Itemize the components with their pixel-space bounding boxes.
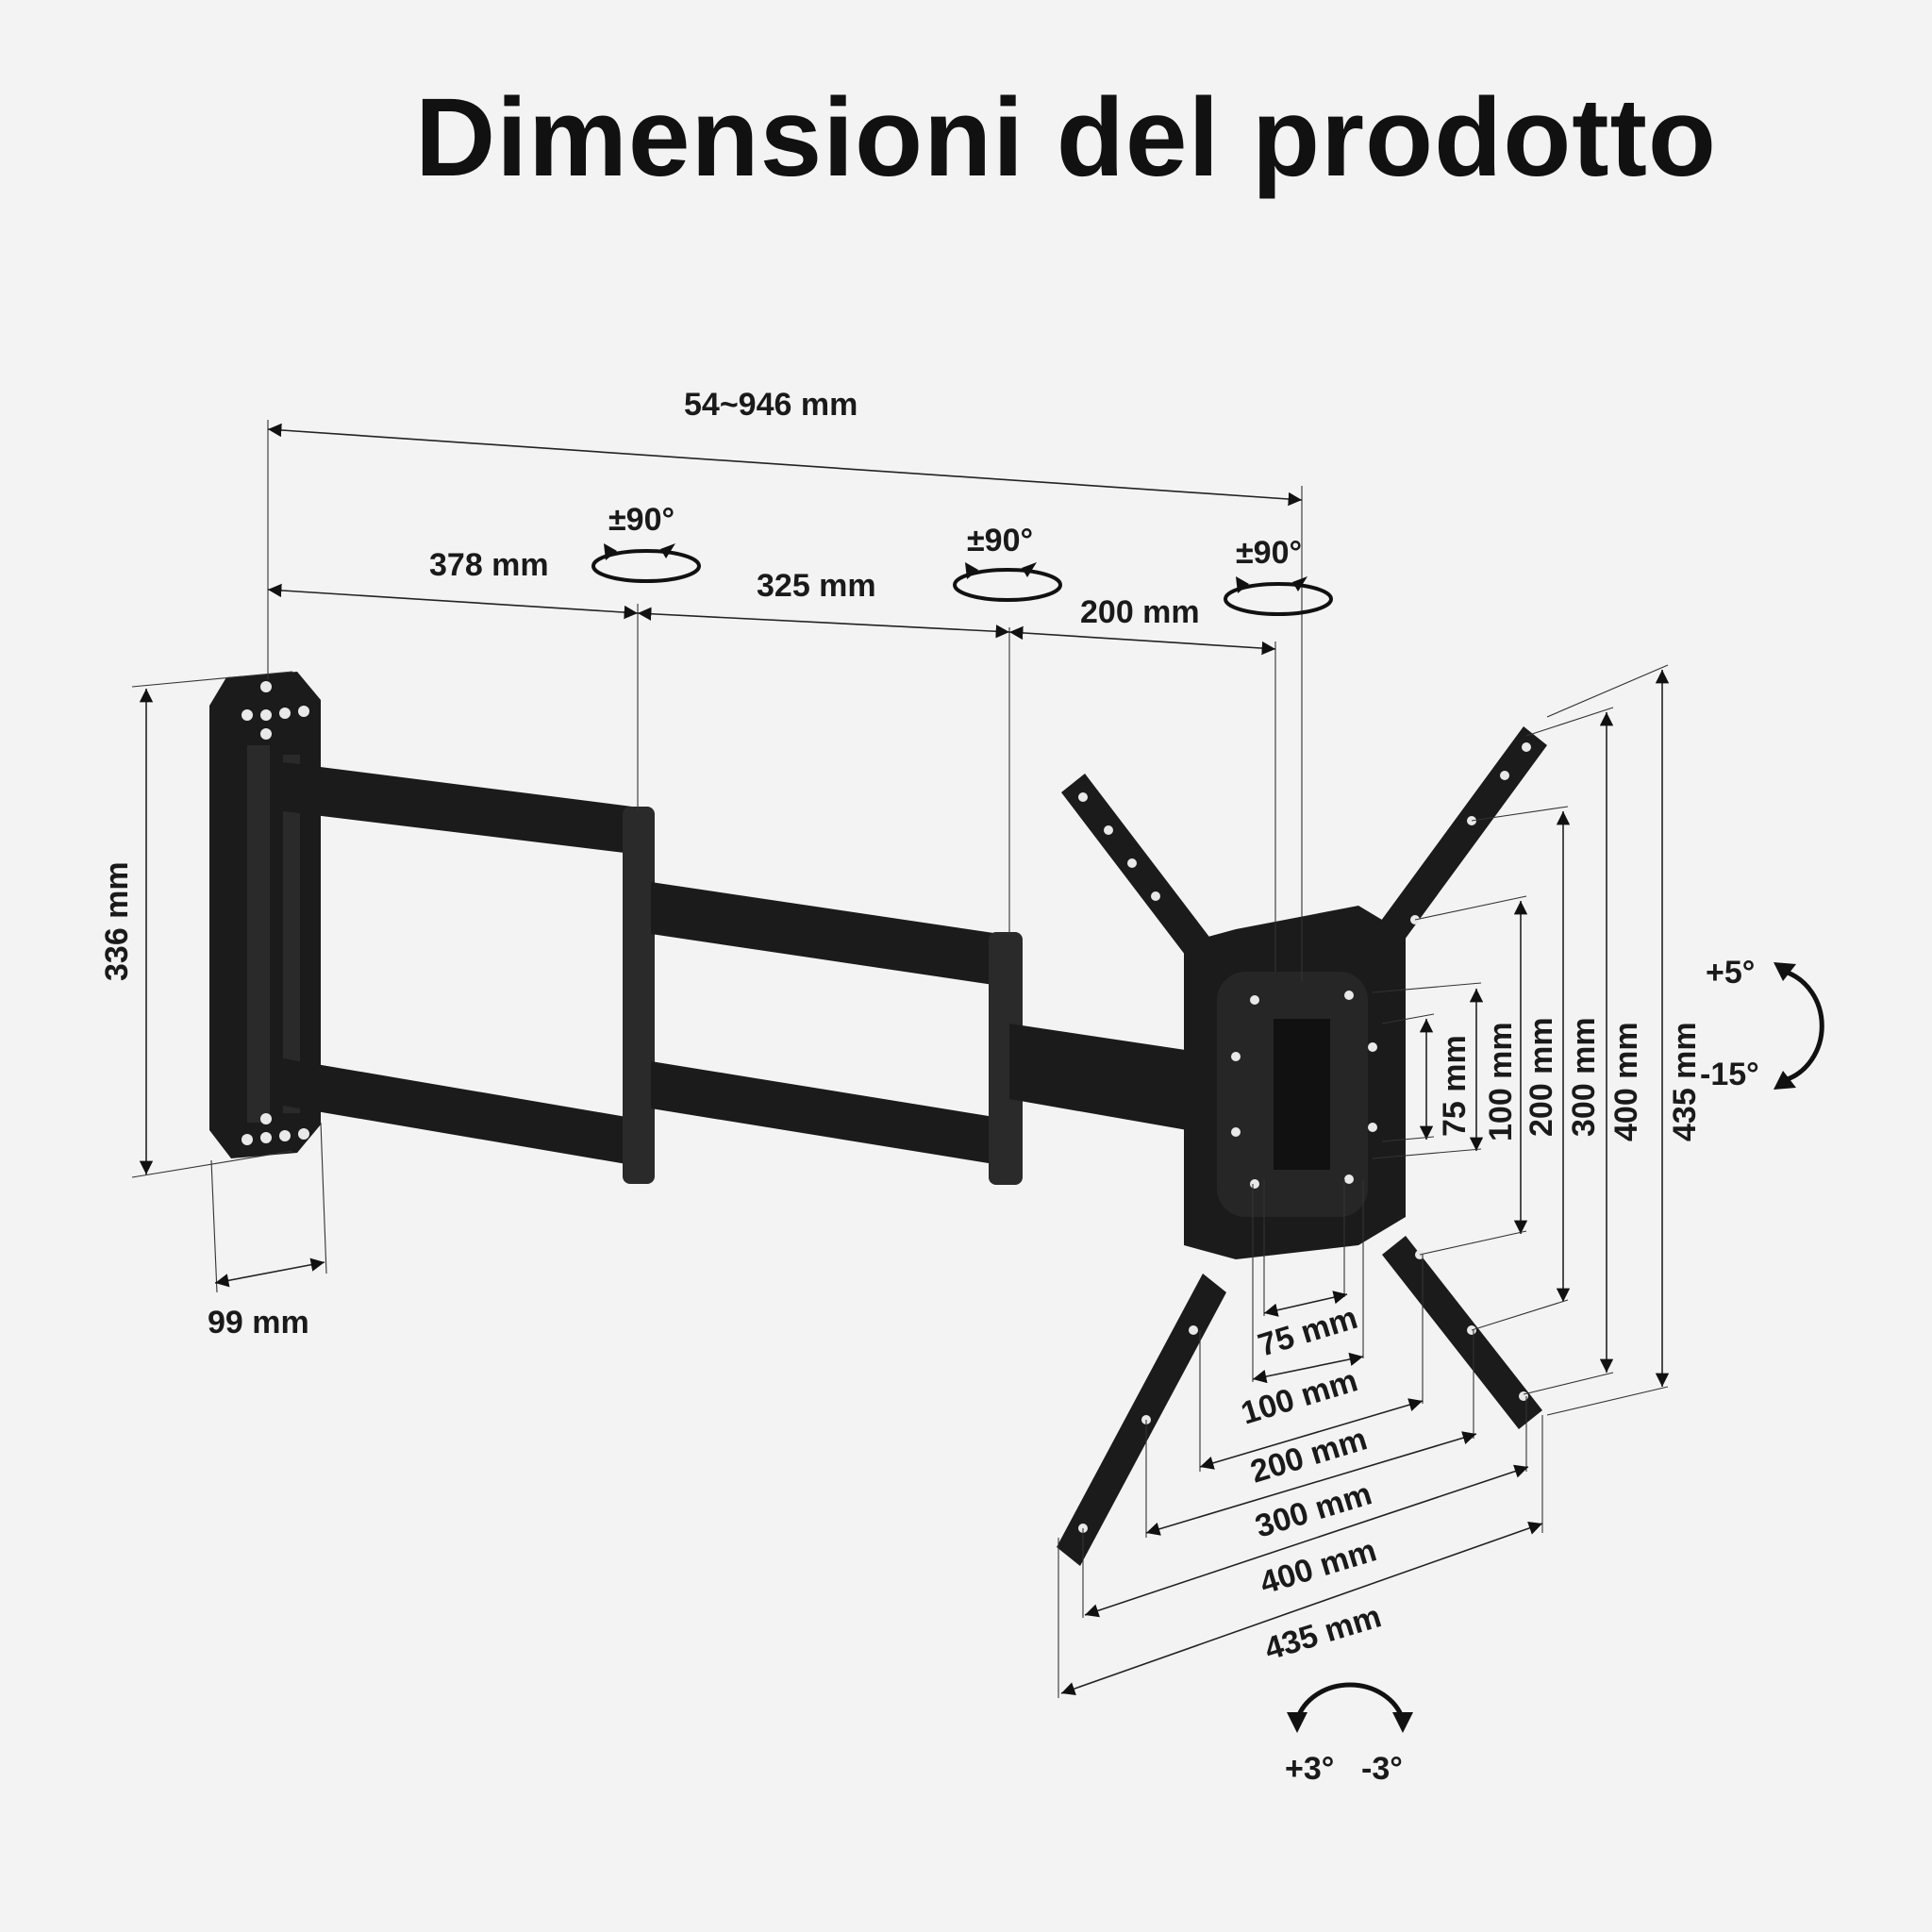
swivel-icon-joint3 <box>1224 576 1333 616</box>
label-vesa-v300: 300 mm <box>1566 1017 1602 1137</box>
label-vesa-h100: 100 mm <box>1237 1362 1361 1431</box>
label-swivel-joint3: ±90° <box>1236 535 1302 571</box>
vertical-dim-lines <box>1372 664 1670 1416</box>
label-arm2: 325 mm <box>757 568 876 604</box>
arm-2 <box>651 882 1023 1185</box>
swivel-icon-joint2 <box>953 562 1062 602</box>
vesa-center-plate <box>1184 906 1406 1259</box>
label-tilt-down: -15° <box>1700 1057 1759 1092</box>
label-vesa-v100: 100 mm <box>1483 1022 1519 1141</box>
rotation-arrow-icon <box>1287 1682 1413 1733</box>
label-total-extension: 54~946 mm <box>684 387 858 423</box>
dim-line-arm1 <box>267 583 639 620</box>
dim-line-wall-plate-depth <box>214 1257 325 1288</box>
label-tilt-up: +5° <box>1706 955 1755 991</box>
label-swivel-joint2: ±90° <box>967 523 1033 558</box>
label-rotation-left: +3° <box>1285 1751 1334 1787</box>
label-arm3: 200 mm <box>1080 594 1200 630</box>
dim-line-arm2 <box>637 607 1010 639</box>
dim-line-arm3 <box>1008 625 1276 656</box>
arm-1 <box>283 762 655 1184</box>
tv-mount-product <box>209 672 1547 1566</box>
page-title: Dimensioni del prodotto <box>415 75 1717 200</box>
label-wall-plate-depth: 99 mm <box>208 1305 309 1341</box>
tilt-arrow-icon <box>1774 962 1824 1090</box>
label-vesa-h400: 400 mm <box>1256 1532 1380 1601</box>
horizontal-dim-lines <box>1058 1179 1543 1698</box>
label-rotation-right: -3° <box>1361 1751 1403 1787</box>
label-swivel-joint1: ±90° <box>608 502 675 538</box>
label-vesa-v200: 200 mm <box>1524 1017 1559 1137</box>
dim-line-total-extension <box>267 423 1303 507</box>
label-vesa-v75: 75 mm <box>1437 1035 1473 1137</box>
label-wall-plate-height: 336 mm <box>99 861 135 981</box>
label-arm1: 378 mm <box>429 547 549 583</box>
swivel-icon-joint1 <box>591 543 701 583</box>
arm-3 <box>1009 1024 1198 1132</box>
label-height-total: 435 mm <box>1667 1022 1703 1141</box>
label-width-total: 435 mm <box>1260 1598 1385 1667</box>
label-vesa-v400: 400 mm <box>1608 1022 1644 1141</box>
label-vesa-h75: 75 mm <box>1254 1300 1361 1364</box>
